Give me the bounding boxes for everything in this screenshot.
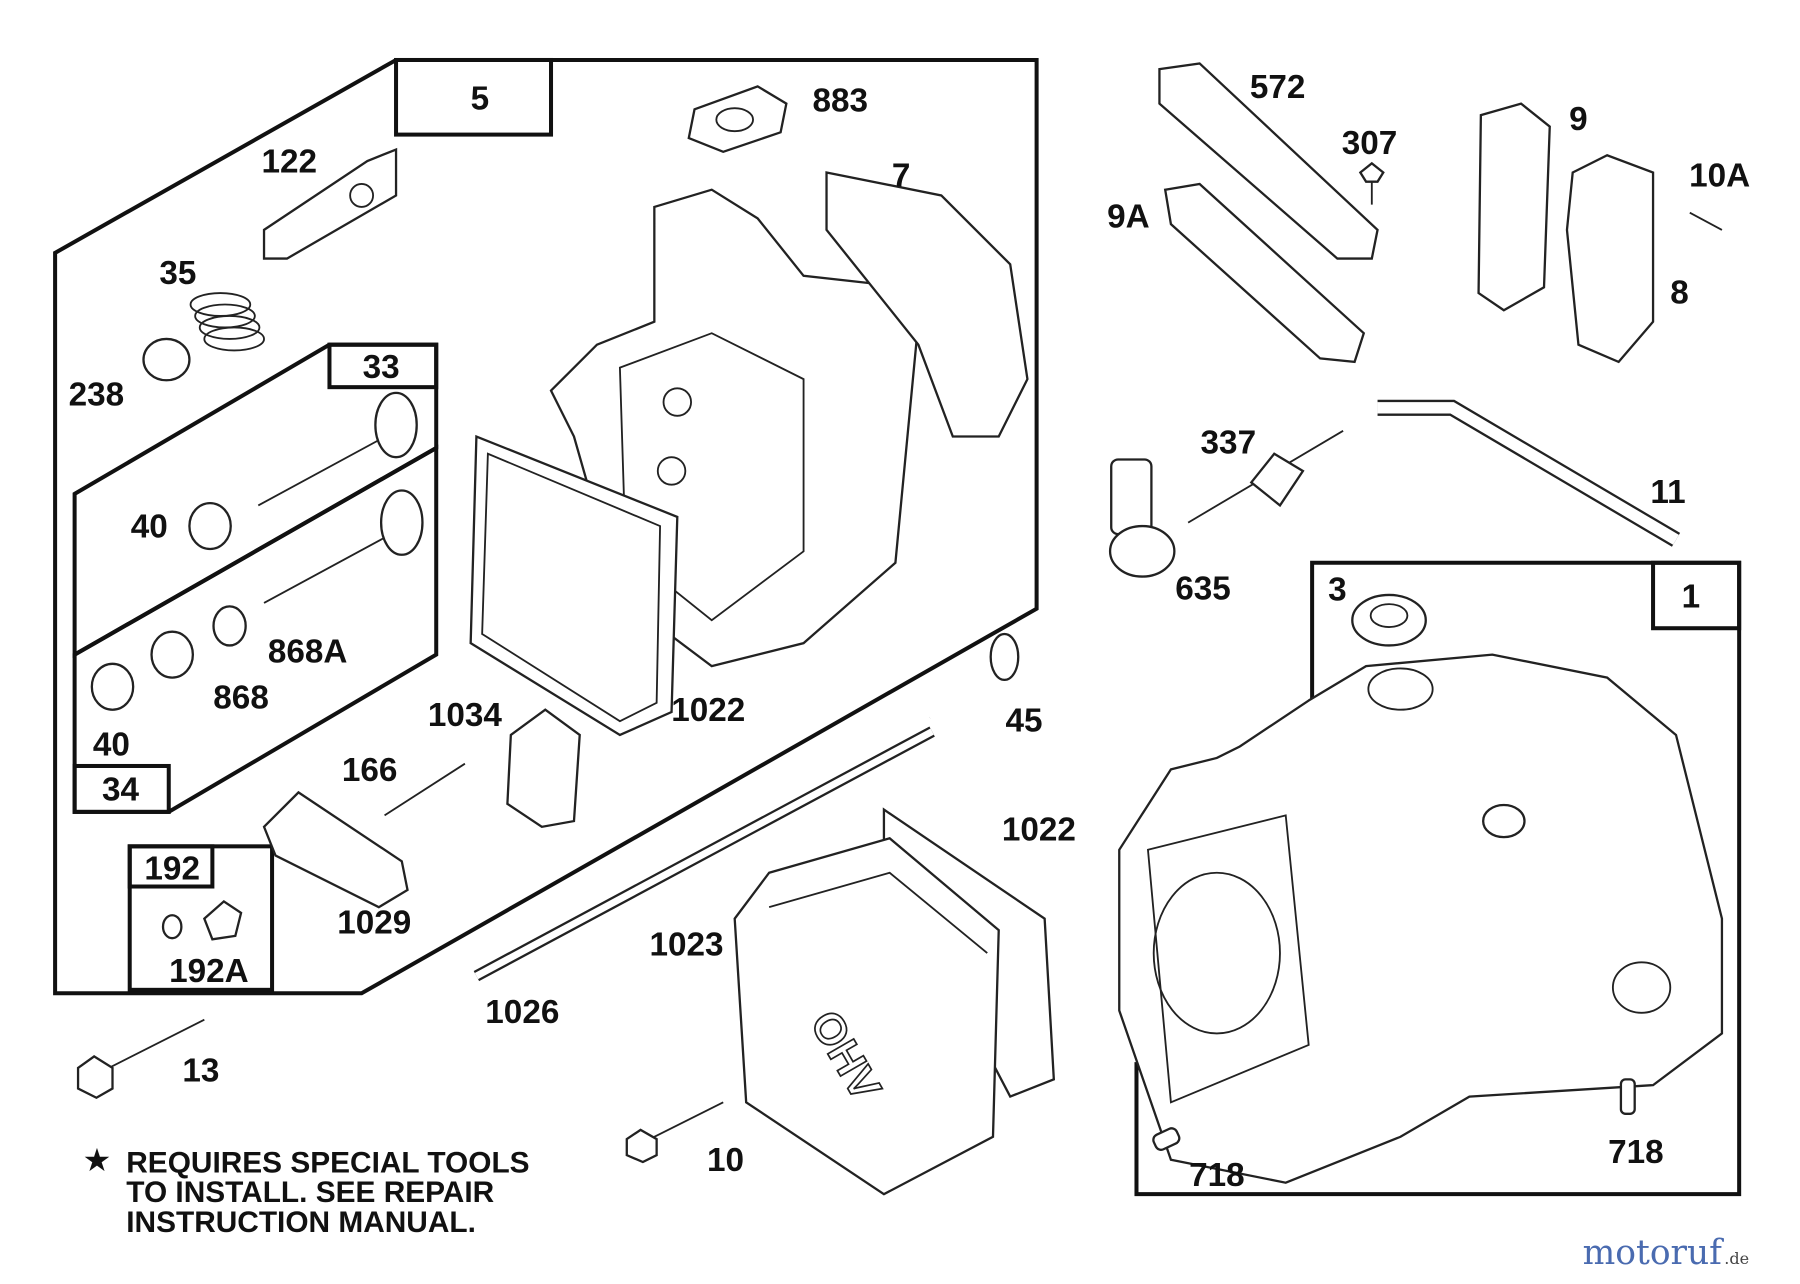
group-33-frame: 33: [72, 342, 439, 659]
label-7: 7: [892, 157, 911, 194]
valve-cover-1023: OHV: [733, 837, 1000, 1196]
spark-plug-337: [1187, 429, 1344, 524]
seal-868: [150, 630, 195, 679]
rocker-stud-166: [384, 762, 466, 817]
gasket-572: [1158, 62, 1379, 260]
group-5-frame: 5: [53, 57, 1039, 996]
label-238: 238: [69, 377, 125, 414]
label-868: 868: [213, 680, 269, 717]
note-line-1: REQUIRES SPECIAL TOOLS: [126, 1146, 529, 1179]
label-1022: 1022: [671, 692, 745, 729]
label-635: 635: [1175, 571, 1231, 608]
valve-exhaust: [257, 391, 418, 507]
pushrod-tube-45: [923, 632, 1020, 726]
dowel-718b: [1619, 1078, 1636, 1115]
retainer-40a: [188, 501, 232, 551]
group-34-label: 34: [102, 771, 140, 808]
label-868A: 868A: [268, 634, 348, 671]
label-718: 718: [1189, 1157, 1245, 1194]
label-11: 11: [1650, 474, 1685, 511]
label-307: 307: [1342, 125, 1398, 162]
spring-35: [189, 292, 265, 352]
valve-intake: [263, 489, 424, 604]
label-40: 40: [131, 509, 168, 546]
watermark-suffix: .de: [1724, 1249, 1749, 1268]
cap-238: [142, 337, 191, 382]
part-labels: 883 122 7 35 238 40 868A 868 40 1034 102…: [69, 69, 1751, 1194]
screw-307: [1358, 161, 1385, 205]
bolt-13: [76, 1018, 205, 1100]
screw-192: [161, 899, 243, 941]
group-192-label: 192: [144, 851, 200, 888]
watermark-text: motoruf: [1583, 1233, 1725, 1273]
breather-cover-8: [1565, 154, 1655, 364]
label-10: 10: [707, 1142, 744, 1179]
star-icon: ★: [83, 1142, 112, 1178]
label-1023: 1023: [649, 926, 723, 963]
washer-868A: [212, 605, 247, 647]
label-166: 166: [342, 752, 398, 789]
label-8: 8: [1670, 274, 1689, 311]
label-1029: 1029: [337, 905, 411, 942]
screw-10A: [1689, 211, 1723, 231]
breather-tube-11: [1377, 399, 1681, 547]
label-718: 718: [1608, 1134, 1664, 1171]
label-13: 13: [182, 1053, 219, 1090]
group-192-frame: 192: [127, 844, 275, 992]
bolt-10: [625, 1101, 724, 1164]
label-35: 35: [159, 255, 196, 292]
label-1034: 1034: [428, 697, 503, 734]
gasket-9A: [1163, 182, 1366, 364]
gasket-9: [1477, 102, 1551, 312]
label-1022: 1022: [1002, 812, 1076, 849]
group-5-label: 5: [471, 80, 490, 117]
part-drawings: OHV: [76, 62, 1724, 1196]
label-122: 122: [262, 143, 318, 180]
seal-3: [1351, 593, 1427, 647]
label-572: 572: [1250, 69, 1306, 106]
label-10A: 10A: [1689, 157, 1750, 194]
plate-1034: [506, 708, 581, 829]
gasket-883: [687, 85, 788, 154]
label-3: 3: [1328, 572, 1347, 609]
label-1026: 1026: [485, 994, 559, 1031]
label-192A: 192A: [169, 953, 249, 990]
dowel-718a: [1152, 1127, 1181, 1151]
group-1-label: 1: [1682, 579, 1701, 616]
label-883: 883: [813, 83, 869, 120]
rocker-arm-1029: [262, 790, 409, 909]
spacer-122: [262, 147, 398, 260]
retainer-40b: [90, 662, 135, 711]
label-45: 45: [1005, 703, 1042, 740]
note-line-3: INSTRUCTION MANUAL.: [126, 1206, 476, 1239]
label-337: 337: [1201, 425, 1257, 462]
label-9A: 9A: [1107, 199, 1150, 236]
boot-635: [1108, 458, 1176, 578]
group-1-frame: 1: [1134, 560, 1742, 1197]
label-9: 9: [1569, 101, 1588, 138]
label-40: 40: [93, 727, 130, 764]
watermark-logo: motoruf .de: [1583, 1233, 1749, 1273]
crankcase-1: [1118, 653, 1724, 1184]
special-tools-note: ★ REQUIRES SPECIAL TOOLS TO INSTALL. SEE…: [83, 1142, 530, 1239]
note-line-2: TO INSTALL. SEE REPAIR: [126, 1176, 494, 1209]
group-33-label: 33: [363, 349, 400, 386]
group-34-frame: 34: [72, 444, 439, 814]
